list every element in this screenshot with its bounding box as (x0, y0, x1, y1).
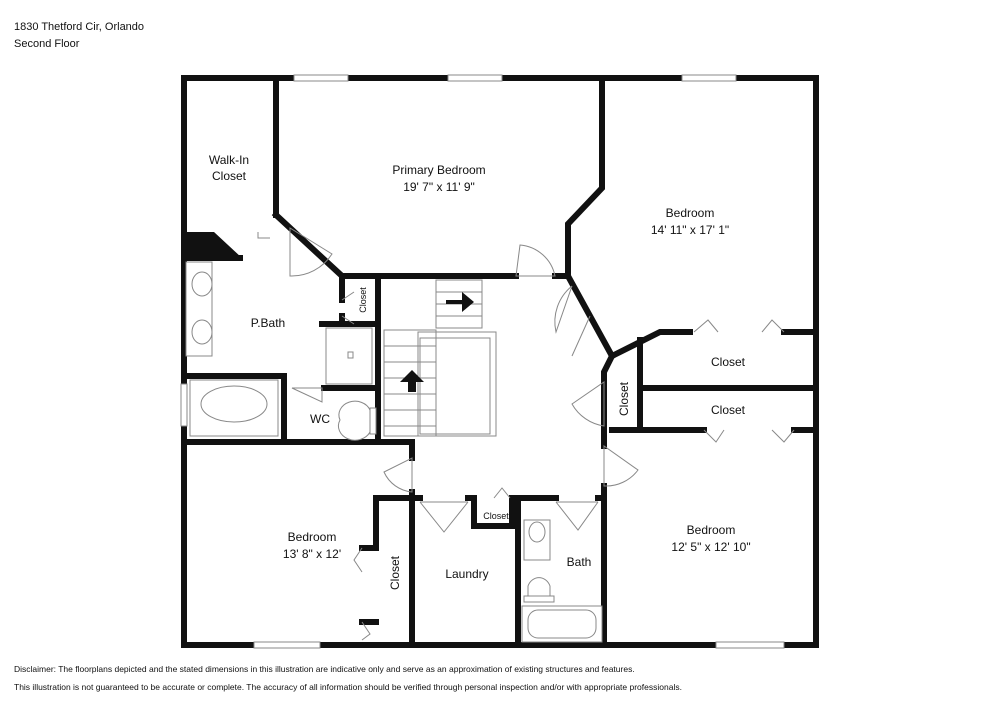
disclaimer-line2: This illustration is not guaranteed to b… (14, 682, 682, 692)
disclaimer-line1: Disclaimer: The floorplans depicted and … (14, 664, 635, 674)
closet-hall-label: Closet (483, 511, 509, 521)
address-text: 1830 Thetford Cir, Orlando (14, 21, 145, 33)
bedroom-ne-dims: 14' 11" x 17' 1" (651, 223, 729, 237)
laundry-label: Laundry (445, 567, 488, 581)
primary-bedroom-dims: 19' 7" x 11' 9" (403, 180, 475, 194)
stair-arrow-up-icon (400, 370, 424, 392)
bedroom-sw-dims: 13' 8" x 12' (283, 547, 341, 561)
bath-label: Bath (567, 555, 592, 569)
closet-vert-mid-label: Closet (617, 381, 631, 416)
sink (191, 319, 213, 345)
fixtures (185, 261, 603, 643)
stairs (383, 279, 497, 437)
bedroom-ne-name: Bedroom (666, 206, 715, 220)
walls (181, 75, 819, 648)
wc-label: WC (310, 412, 330, 426)
bedroom-se-name: Bedroom (687, 523, 736, 537)
bedroom-se-dims: 12' 5" x 12' 10" (671, 540, 750, 554)
walkin-label-line1: Walk-In (209, 153, 249, 167)
walkin-label-line2: Closet (212, 169, 247, 183)
toilet (337, 400, 371, 441)
closet-e-label: Closet (711, 403, 746, 417)
bedroom-sw-name: Bedroom (288, 530, 337, 544)
closet-sw-label: Closet (388, 555, 402, 590)
pbath-label: P.Bath (251, 316, 285, 330)
doors (257, 227, 795, 641)
sink (191, 271, 213, 297)
closet-small-top-label: Closet (358, 287, 368, 313)
primary-bedroom-name: Primary Bedroom (392, 163, 485, 177)
small-labels: Closet (483, 511, 509, 521)
room-labels: Walk-In Closet Primary Bedroom 19' 7" x … (209, 153, 751, 581)
closet-ne-label: Closet (711, 355, 746, 369)
floor-label: Second Floor (14, 38, 80, 50)
toilet (527, 577, 551, 597)
windows (180, 74, 785, 649)
stair-arrow-right-icon (446, 292, 474, 312)
wall-wedge (184, 232, 242, 258)
